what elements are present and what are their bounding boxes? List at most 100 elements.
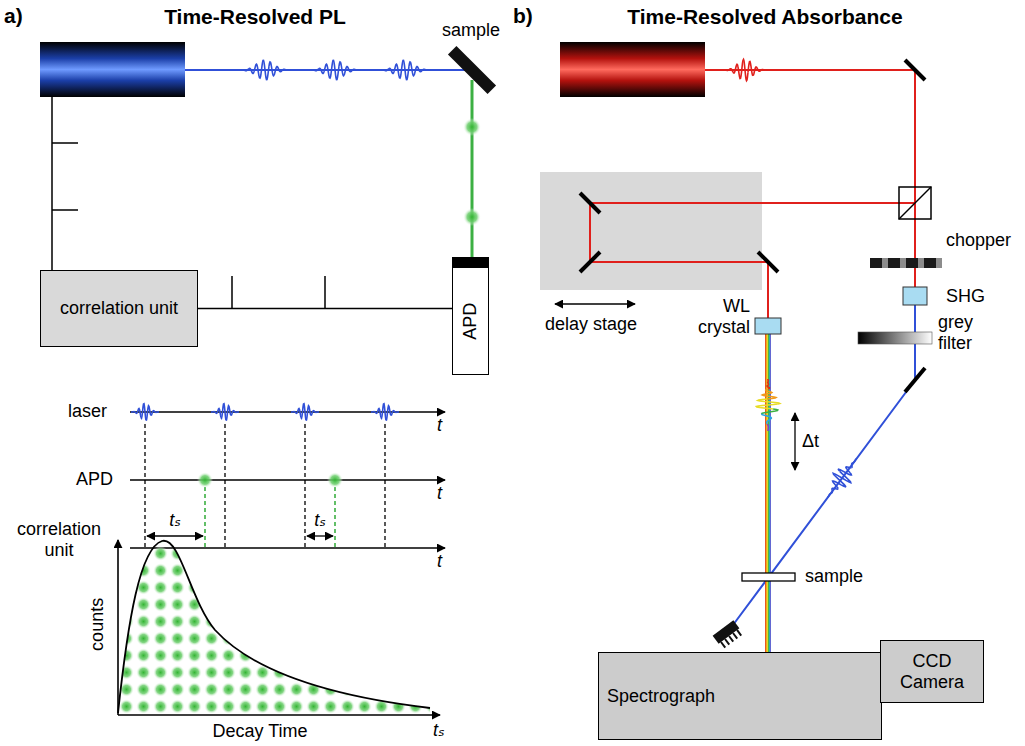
light-pulse <box>766 424 769 429</box>
light-pulse <box>236 411 239 413</box>
part-label: delay stage <box>545 314 637 335</box>
sync-dashes <box>144 424 145 548</box>
light-pulse <box>359 69 361 71</box>
light-pulse <box>254 64 259 76</box>
light-pulse <box>767 419 771 424</box>
light-pulse <box>239 69 244 71</box>
light-pulse <box>414 67 419 76</box>
light-pulse <box>324 64 329 76</box>
light-pulse <box>853 459 856 463</box>
signal-wire <box>198 308 452 310</box>
light-pulse <box>394 64 399 76</box>
delay-arrows <box>147 535 333 536</box>
red-beam <box>590 70 915 318</box>
light-pulse <box>146 406 151 421</box>
delay-arrows <box>307 535 333 536</box>
panel-letter: b) <box>513 4 533 28</box>
time-axes <box>130 479 445 481</box>
row-label: APD <box>76 469 113 490</box>
pl-beam <box>463 208 481 226</box>
light-pulse <box>832 488 838 490</box>
beam-dump <box>713 620 744 649</box>
panel-letter: a) <box>4 4 23 28</box>
light-pulse <box>291 412 296 414</box>
part-label: SHG <box>946 286 985 307</box>
light-pulse <box>379 69 384 71</box>
panel-title: Time-Resolved Absorbance <box>618 5 912 29</box>
part-label: WL crystal <box>686 296 750 337</box>
light-pulse <box>329 60 334 78</box>
light-pulse <box>249 68 254 73</box>
light-pulse <box>289 69 291 71</box>
time-axes <box>130 411 445 413</box>
light-pulse <box>396 411 399 413</box>
light-pulse <box>733 64 738 73</box>
light-pulse <box>211 412 216 414</box>
spectrograph-box: Spectrograph <box>598 652 882 740</box>
part-label: sample <box>805 566 863 587</box>
decay-histogram <box>118 530 438 715</box>
light-pulse <box>419 69 424 71</box>
light-pulse <box>244 68 249 70</box>
light-pulse <box>274 67 279 76</box>
light-pulse <box>723 69 728 71</box>
light-pulse <box>301 404 306 421</box>
decay-histogram <box>118 714 440 716</box>
light-pulse <box>371 412 376 414</box>
delay-arrow <box>794 413 795 470</box>
axis-label: tₛ <box>433 720 445 741</box>
pump-beam <box>733 305 915 625</box>
light-pulse <box>852 463 854 468</box>
light-pulse <box>349 69 354 71</box>
panel-title: Time-Resolved PL <box>120 5 390 29</box>
light-pulse <box>384 68 389 70</box>
light-pulse <box>761 414 771 419</box>
light-pulse <box>391 411 396 416</box>
delay-stage <box>555 303 635 304</box>
photon-events <box>197 472 213 488</box>
wl-crystal <box>755 318 781 334</box>
axis-label: t <box>437 415 442 436</box>
light-pulse <box>226 406 231 421</box>
light-pulse <box>738 60 743 78</box>
light-pulse <box>758 70 763 72</box>
mirrors <box>758 252 778 272</box>
mirrors <box>905 368 925 392</box>
shg-crystal <box>903 287 927 305</box>
light-pulse <box>381 404 386 421</box>
light-pulse <box>756 404 777 409</box>
light-pulse <box>748 62 753 76</box>
ta-sample <box>742 573 795 581</box>
light-pulse <box>763 69 767 71</box>
part-label: chopper <box>946 230 1011 251</box>
light-pulse <box>141 404 146 421</box>
light-pulse <box>354 69 359 72</box>
light-pulse <box>136 409 141 418</box>
decay-histogram <box>118 530 440 715</box>
part-label: grey filter <box>938 312 998 353</box>
red-beam <box>590 203 915 318</box>
wl-crystal <box>755 318 781 334</box>
photon-events <box>204 487 206 548</box>
light-pulse <box>309 69 314 71</box>
delay-stage <box>540 172 762 304</box>
grey-filter <box>858 332 932 344</box>
fs-laser <box>560 42 705 97</box>
beam-splitter <box>899 187 931 219</box>
beam-splitter <box>899 187 931 219</box>
light-pulse <box>399 60 404 78</box>
light-pulse <box>221 404 226 421</box>
light-pulse <box>306 406 311 421</box>
light-pulse <box>389 68 394 73</box>
chopper-wheel <box>870 258 942 268</box>
delay-arrows <box>147 535 203 536</box>
light-pulse <box>296 409 301 418</box>
delay-arrow <box>795 413 796 470</box>
light-pulse <box>829 491 832 495</box>
light-pulse <box>386 406 391 421</box>
camera-box: CCD Camera <box>880 640 984 703</box>
photon-events <box>334 487 336 548</box>
